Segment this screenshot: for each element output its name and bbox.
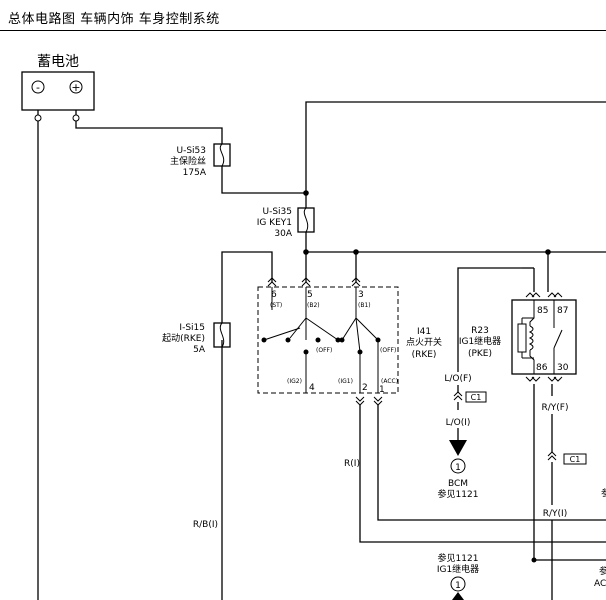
ign-pin-4: 4 bbox=[309, 383, 315, 393]
battery-pos-pin bbox=[72, 114, 80, 122]
relay-contact bbox=[553, 300, 563, 374]
battery-negative-terminal bbox=[31, 80, 45, 94]
connector-c1-left: C1 bbox=[471, 393, 482, 402]
ignition-switch-contacts bbox=[261, 287, 381, 393]
bottom-ref-number: 1 bbox=[455, 581, 461, 591]
wire-label-lo-f: L/O(F) bbox=[444, 374, 471, 384]
ign-pin-2: 2 bbox=[362, 383, 368, 393]
relay-name: IG1继电器 bbox=[459, 335, 501, 347]
fuse-igkey1-code: U-Si35 bbox=[262, 207, 292, 217]
junction-dot bbox=[531, 557, 537, 563]
battery-positive-symbol: + bbox=[71, 81, 80, 94]
bcm-arrow bbox=[449, 440, 467, 456]
connector-chevron bbox=[453, 391, 463, 401]
relay-variant: (PKE) bbox=[468, 349, 492, 359]
wire-label-ry-f: R/Y(F) bbox=[542, 403, 569, 413]
bcm-label: BCM bbox=[448, 479, 468, 489]
relay-box bbox=[511, 299, 577, 375]
ign-pin-3-label: (B1) bbox=[358, 302, 371, 309]
ign-pin-5: 5 bbox=[307, 290, 313, 300]
fuse-start-element bbox=[219, 322, 225, 348]
connector-c1-right: C1 bbox=[570, 455, 581, 464]
fuse-igkey1-rating: 30A bbox=[274, 229, 292, 239]
bottom-connector-chevrons bbox=[355, 396, 383, 406]
header-divider bbox=[0, 30, 606, 31]
wire-start bbox=[221, 251, 273, 323]
battery-box bbox=[21, 71, 95, 111]
ign-pin-2-label: (IG1) bbox=[338, 378, 353, 385]
fuse-main-body bbox=[213, 143, 231, 167]
fuse-start-code: I-Si15 bbox=[179, 323, 205, 333]
page-header: 总体电路图 车辆内饰 车身控制系统 bbox=[0, 0, 606, 32]
edge-fragment-3: AC bbox=[594, 579, 606, 589]
fuse-start-rating: 5A bbox=[193, 345, 206, 355]
ign-pin-5-label: (B2) bbox=[307, 302, 320, 309]
ign-pin-3: 3 bbox=[358, 290, 364, 300]
ign-pin-6-label: (ST) bbox=[270, 302, 282, 309]
bcm-ref-number: 1 bbox=[455, 463, 461, 473]
relay-pin-30: 30 bbox=[557, 363, 569, 373]
bottom-ref-name: IG1继电器 bbox=[437, 563, 479, 575]
wire-ri bbox=[359, 405, 606, 543]
fuse-start-name: 起动(RKE) bbox=[162, 333, 205, 344]
battery-positive-terminal bbox=[69, 80, 83, 94]
wire-label-ry-i: R/Y(I) bbox=[543, 509, 567, 519]
ign-off-label-1: (OFF) bbox=[316, 347, 332, 354]
ignition-switch-box bbox=[257, 286, 399, 394]
relay-pin-85: 85 bbox=[537, 306, 548, 316]
connector-c1-right-box bbox=[563, 453, 587, 465]
edge-fragment-2: 参 bbox=[599, 565, 606, 577]
bottom-ref: 参见1121 bbox=[438, 552, 479, 564]
fuse-main-name: 主保险丝 bbox=[170, 155, 206, 167]
wire-lo bbox=[457, 267, 522, 372]
battery-negative-symbol: - bbox=[36, 81, 40, 94]
battery-neg-pin bbox=[34, 114, 42, 122]
relay-coil bbox=[517, 300, 535, 374]
bcm-ref: 参见1121 bbox=[438, 488, 479, 500]
bottom-ref-circle bbox=[450, 576, 466, 592]
ign-pin-1-label: (ACC) bbox=[381, 378, 398, 385]
wire bbox=[221, 166, 306, 194]
wire-top-bus bbox=[305, 101, 606, 193]
relay-pin-86: 86 bbox=[536, 363, 548, 373]
wire-label-ri: R(I) bbox=[344, 459, 360, 469]
ignition-switch-name: 点火开关 bbox=[406, 336, 442, 348]
ignition-switch-variant: (RKE) bbox=[412, 350, 437, 360]
ignition-switch-code: I41 bbox=[417, 327, 431, 337]
fuse-main-rating: 175A bbox=[183, 168, 207, 178]
ign-pin-1: 1 bbox=[379, 385, 385, 395]
wire-acc bbox=[377, 405, 606, 521]
ign-off-label-2: (OFF) bbox=[380, 347, 396, 354]
relay-code: R23 bbox=[471, 326, 489, 336]
wire-label-rb: R/B(I) bbox=[193, 520, 218, 530]
battery-label: 蓄电池 bbox=[37, 54, 79, 70]
relay-top-chevrons bbox=[525, 292, 563, 298]
bcm-ref-circle bbox=[450, 458, 466, 474]
fuse-igkey1-element bbox=[303, 207, 309, 233]
fuse-main-code: U-Si53 bbox=[176, 146, 206, 156]
ign-pin-6: 6 bbox=[271, 290, 277, 300]
fuse-main-element bbox=[219, 143, 225, 167]
wire-label-lo-i: L/O(I) bbox=[446, 418, 471, 428]
edge-fragment-1: 参 bbox=[601, 487, 606, 499]
fuse-igkey1-name: IG KEY1 bbox=[257, 218, 292, 228]
ign-pin-4-label: (IG2) bbox=[287, 378, 302, 385]
connector-chevron bbox=[547, 451, 557, 461]
relay-bottom-chevrons bbox=[525, 376, 563, 382]
breadcrumb: 总体电路图 车辆内饰 车身控制系统 bbox=[8, 12, 220, 27]
bottom-ref-arrow bbox=[452, 592, 464, 600]
wire-battery-positive bbox=[75, 121, 223, 144]
connector-c1-left-box bbox=[465, 391, 487, 403]
relay-pin-87: 87 bbox=[557, 306, 568, 316]
top-connector-chevrons bbox=[267, 277, 361, 287]
